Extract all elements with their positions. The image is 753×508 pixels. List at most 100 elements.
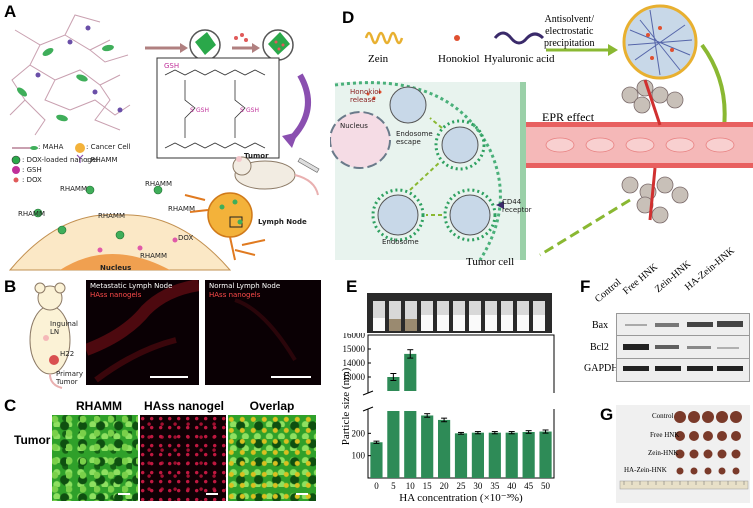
y-tick-label: 100	[352, 451, 366, 461]
bar	[522, 431, 535, 478]
x-tick-label: 10	[406, 481, 416, 491]
normal-lymph-node-image: Normal Lymph Node HAss nanogels	[205, 280, 321, 385]
overlap-header: Overlap	[249, 399, 295, 413]
protein-label: Bax	[592, 320, 609, 331]
rhamm-tag: RHAMM	[18, 210, 45, 218]
normal-subtitle: HAss nanogels	[209, 291, 261, 299]
x-axis-label: HA concentration (×10⁻³%)	[399, 492, 523, 503]
western-blot	[616, 313, 750, 382]
panel-g-label: G	[600, 405, 614, 424]
y-tick-label: 15000	[343, 344, 366, 354]
bar	[454, 433, 468, 478]
tumor-specimens	[619, 411, 749, 490]
rhamm-tag: RHAMM	[60, 185, 87, 193]
rhamm-tag: RHAMM	[140, 252, 167, 260]
panel-c-label: C	[4, 396, 17, 415]
mouse-label: LN	[50, 328, 60, 336]
bar	[404, 353, 417, 391]
metastatic-lymph-node-image: Metastatic Lymph Node HAss nanogels	[86, 280, 199, 385]
rhamm-tag: RHAMM	[98, 212, 125, 220]
x-tick-label: 20	[440, 481, 450, 491]
honokiol-label: Honokiol	[438, 53, 480, 65]
scale-bar	[150, 376, 188, 378]
panel-b-label: B	[4, 277, 17, 296]
axis-break-mark	[362, 390, 374, 396]
legend-cancer-cell: : Cancer Cell	[86, 143, 131, 151]
vials	[373, 301, 545, 331]
epr-label: EPR effect	[542, 110, 595, 124]
x-tick-label: 35	[490, 481, 500, 491]
svg-text:GSH: GSH	[246, 107, 259, 114]
panel-a-figure: S GSH S GSH	[8, 14, 320, 271]
mouse-label: Inguinal	[50, 320, 78, 328]
lymph-node-label: Lymph Node	[258, 218, 307, 226]
rhamm-tag: RHAMM	[145, 180, 172, 188]
y-axis-label: Particle size (nm)	[340, 367, 352, 445]
tumor-row-label: HA-Zein-HNK	[624, 466, 667, 474]
rhamm-tag: RHAMM	[168, 205, 195, 213]
hass-nanogel-image	[140, 415, 226, 501]
x-tick-label: 15	[423, 481, 433, 491]
tumor-row-label: Tumor	[14, 433, 51, 447]
maha-polymer-network	[9, 14, 131, 136]
x-tick-label: 30	[473, 481, 483, 491]
x-tick-label: 25	[457, 481, 467, 491]
tumor-photo	[616, 405, 750, 503]
blot-bands	[617, 321, 749, 371]
bar	[421, 415, 434, 478]
metastatic-subtitle: HAss nanogels	[90, 291, 142, 299]
x-tick-label: 45	[524, 481, 534, 491]
scale-bar	[118, 493, 130, 495]
legend-dox: : DOX	[22, 176, 42, 184]
x-tick-label: 40	[507, 481, 517, 491]
rhamm-image	[52, 415, 138, 501]
mouse-label: Primary	[56, 370, 84, 378]
panel-a-label: A	[4, 2, 17, 21]
gsh-tag: GSH	[164, 62, 180, 70]
tumor-label: Tumor	[244, 152, 269, 160]
svg-text:S: S	[240, 107, 244, 114]
protein-label: GAPDH	[584, 363, 619, 374]
svg-text:GSH: GSH	[196, 107, 209, 114]
vial-photo	[367, 293, 552, 333]
y-tick-label: 13000	[343, 372, 366, 382]
tumor-row-label: Zein-HNK	[648, 449, 679, 457]
scale-bar	[296, 493, 308, 495]
scale-bar	[271, 376, 311, 378]
scale-bar	[206, 493, 218, 495]
x-tick-label: 50	[541, 481, 551, 491]
tumor-cell-label: Tumor cell	[466, 256, 515, 268]
overlap-image	[228, 415, 316, 501]
tumor-row-label: Free HNK	[650, 431, 680, 439]
precipitation-label: Antisolvent/ electrostatic precipitation	[544, 14, 595, 49]
bar	[438, 419, 451, 478]
bar	[387, 377, 400, 391]
panel-f-label: F	[580, 277, 591, 296]
nucleus-label: Nucleus	[100, 264, 132, 272]
protein-label: Bcl2	[590, 342, 609, 353]
tumor-row-label: Control	[652, 412, 674, 420]
legend-rhamm: : RHAMM	[86, 156, 118, 164]
y-tick-label: 16000	[343, 333, 366, 340]
mouse-label: Tumor	[56, 378, 78, 386]
lane-label: Control	[592, 276, 624, 305]
endosome-particles	[377, 86, 491, 236]
legend-maha: : MAHA	[38, 143, 64, 151]
rhamm-header: RHAMM	[76, 399, 122, 413]
legend-dox-nanogel: : DOX-loaded nanogel	[22, 156, 99, 164]
bar	[404, 411, 417, 478]
normal-title: Normal Lymph Node	[209, 282, 281, 290]
dox-tag: DOX	[178, 234, 194, 242]
mouse-schematic	[29, 282, 71, 389]
zein-label: Zein	[368, 53, 389, 65]
endosome-escape-label: Endosome escape	[396, 130, 433, 146]
mouse-label: H22	[60, 350, 75, 358]
y-tick-label: 14000	[343, 358, 366, 368]
honokiol-release-label: Honokiol release	[350, 88, 381, 104]
panel-d-label: D	[342, 8, 355, 27]
legend-gsh: : GSH	[22, 166, 42, 174]
y-tick-label: 200	[352, 428, 366, 438]
bar	[488, 432, 501, 478]
metastatic-title: Metastatic Lymph Node	[90, 282, 173, 290]
